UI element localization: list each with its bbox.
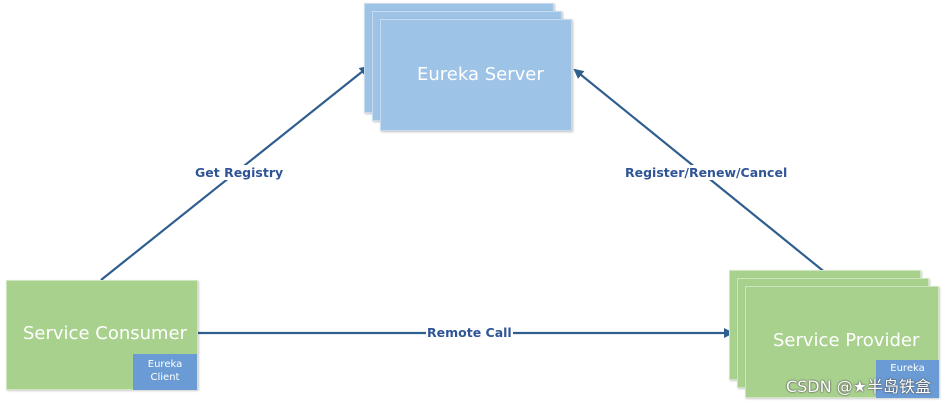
service-consumer-label: Service Consumer	[23, 323, 188, 344]
consumer-client-tag-line2: Client	[150, 372, 180, 383]
edge-label-remote-call: Remote Call	[426, 325, 513, 340]
consumer-client-tag-line1: Eureka	[147, 359, 183, 370]
eureka-server-box	[380, 19, 572, 131]
service-provider-eureka-client-tag: Eureka	[876, 360, 939, 398]
csdn-watermark: CSDN @★半岛铁盒	[785, 377, 931, 396]
edge-label-register-renew-cancel: Register/Renew/Cancel	[624, 165, 789, 180]
service-provider-label: Service Provider	[773, 330, 920, 351]
edge-label-get-registry: Get Registry	[194, 165, 285, 180]
provider-client-tag-line1: Eureka	[890, 363, 925, 374]
eureka-server-label: Eureka Server	[417, 64, 544, 85]
service-consumer-eureka-client-tag: Eureka Client	[133, 354, 197, 390]
